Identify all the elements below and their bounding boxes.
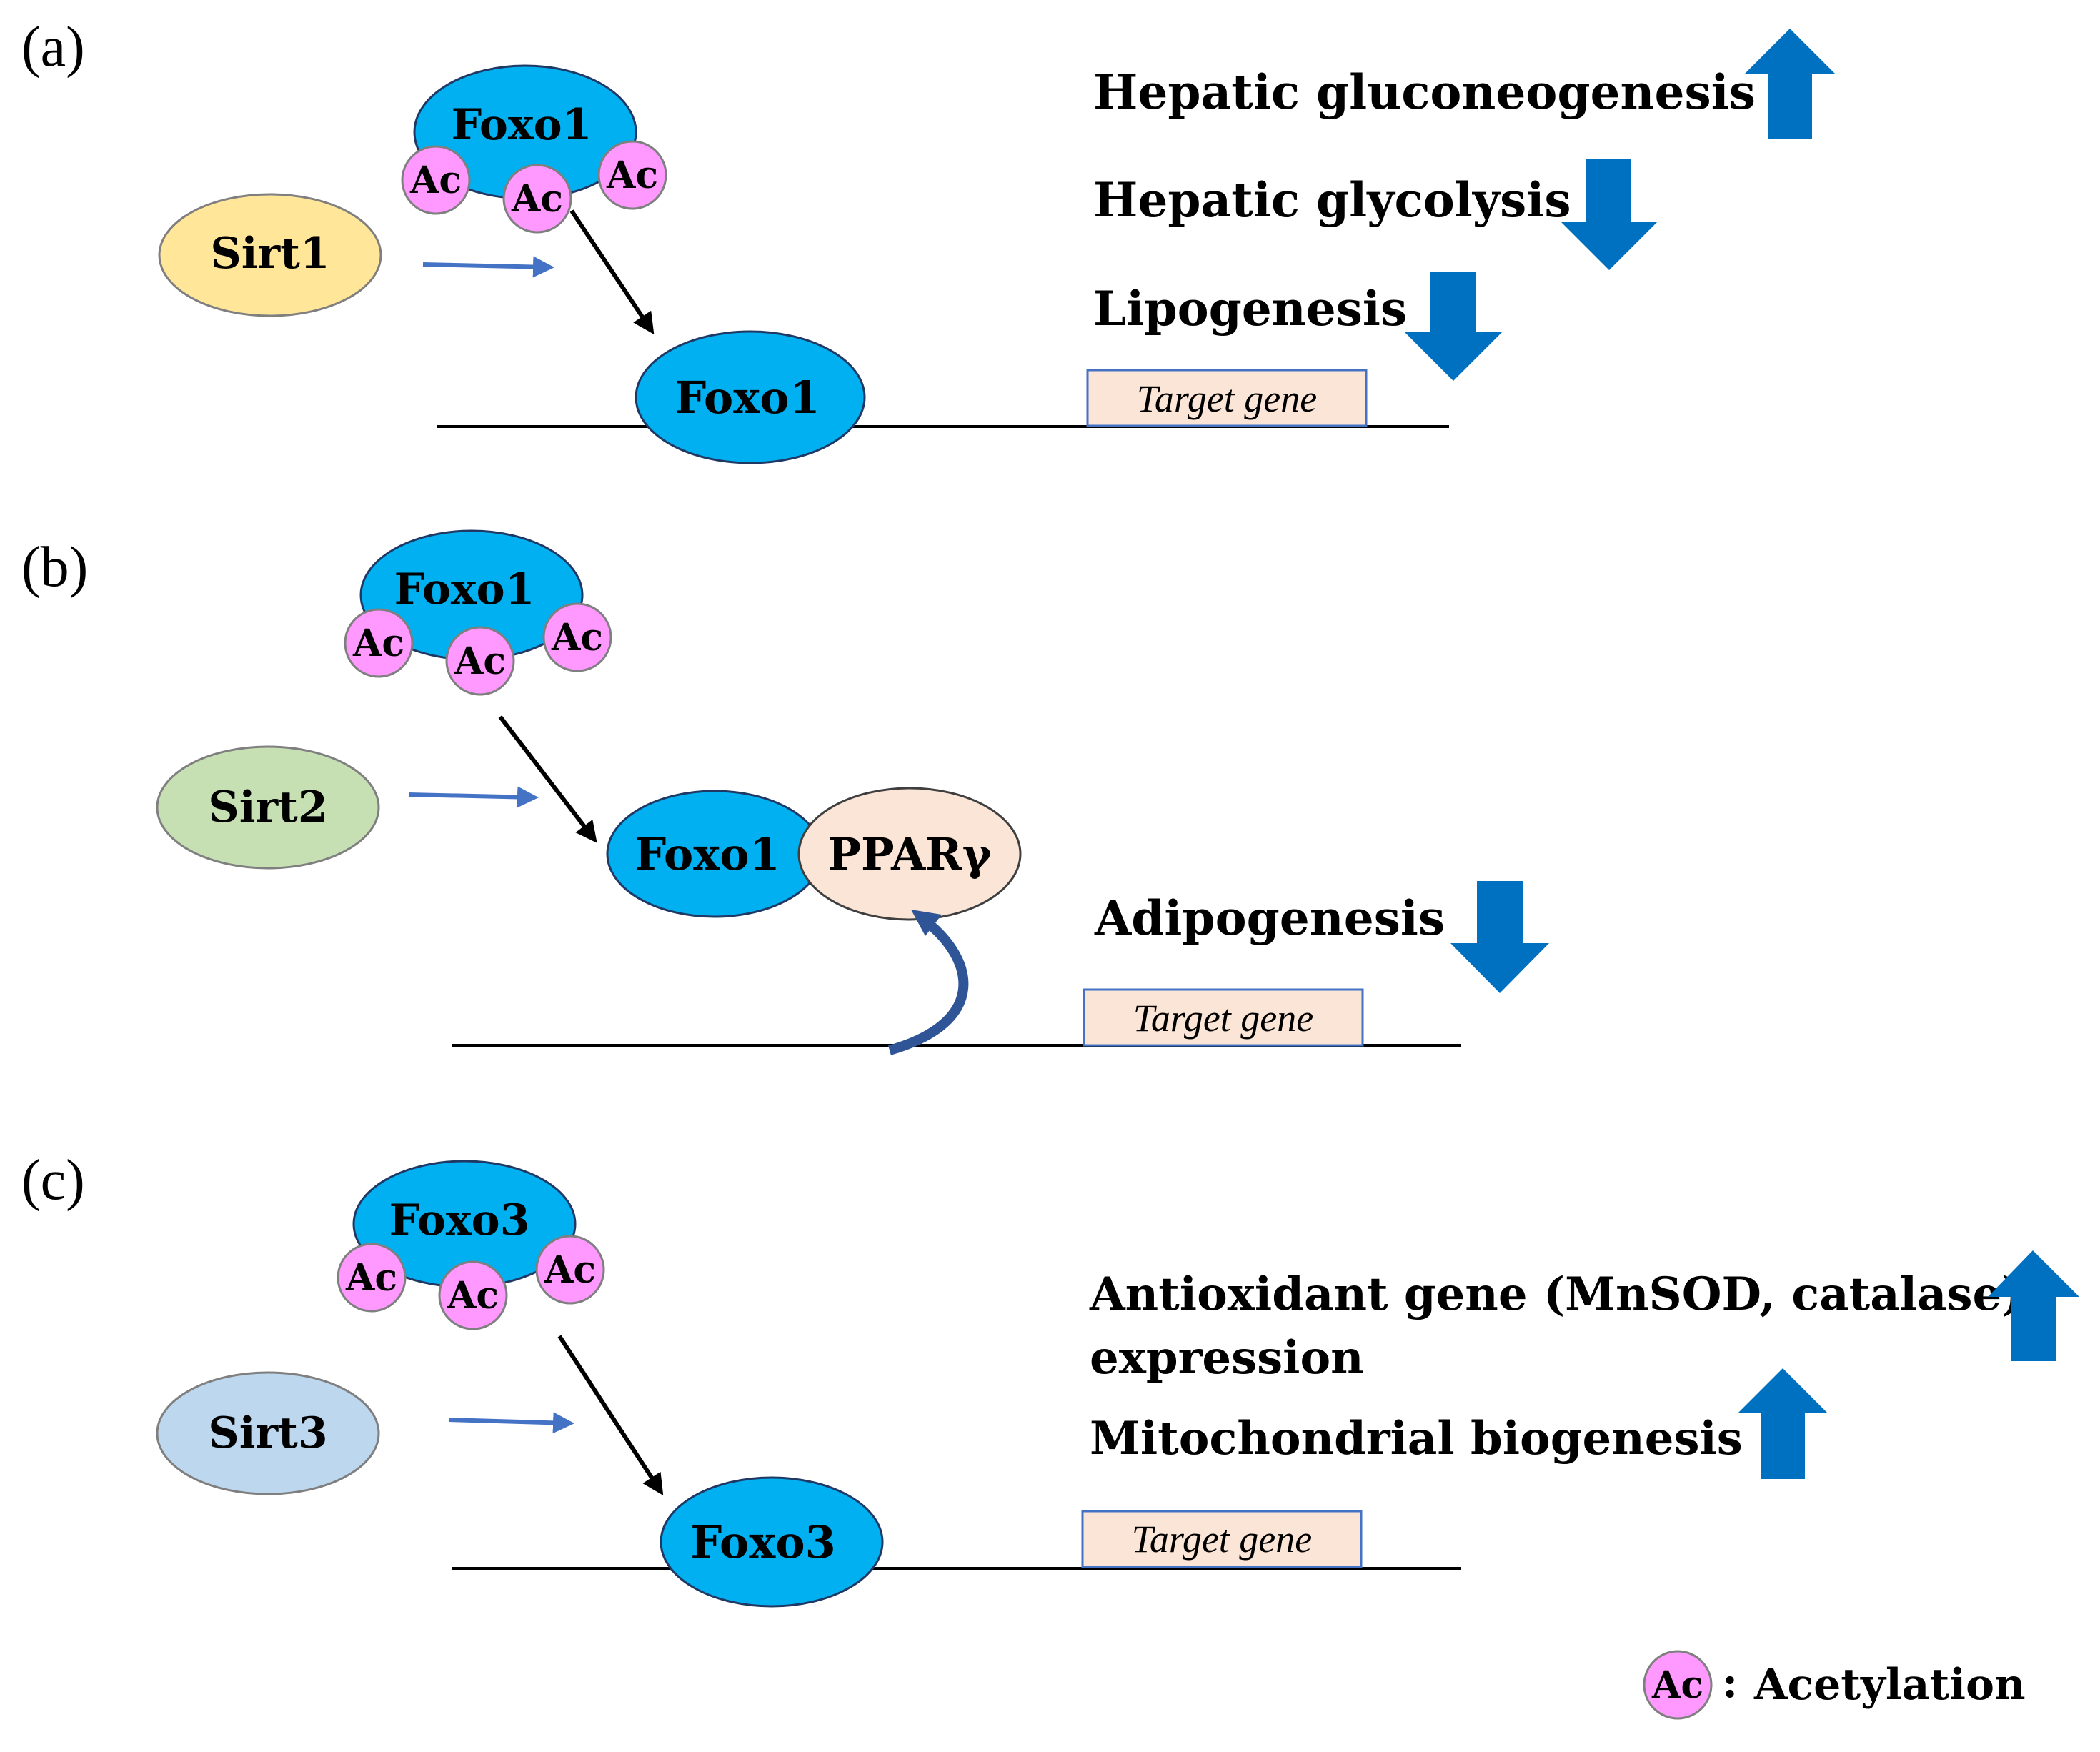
foxo1-product-label: Foxo1 [675,372,820,424]
effect-lipogenesis: Lipogenesis [1093,281,1407,337]
down-arrow-icon [1405,272,1502,381]
down-arrow-icon [1561,159,1658,270]
foxo1-product: Foxo1 [635,330,866,464]
foxo3-complex-label: Foxo3 [389,1195,530,1245]
acetyl-tag: Ac [337,1243,407,1313]
foxo1-product-label: Foxo1 [635,828,780,880]
sirt2-arrow [408,786,539,808]
target-gene-label: Target gene [1132,1518,1313,1561]
target-gene-label: Target gene [1137,377,1318,420]
effect-hepatic-glycolysis: Hepatic glycolysis [1093,172,1571,228]
target-gene-label: Target gene [1133,997,1314,1040]
effect-antioxidant-gene-line2: expression [1090,1331,1364,1385]
sirt3-node: Sirt3 [156,1371,380,1495]
up-arrow-icon [1988,1250,2079,1361]
foxo3-product: Foxo3 [660,1476,884,1608]
acetyl-tag: Ac [542,602,612,672]
foxo1-complex-label: Foxo1 [394,564,535,614]
sirt1-node: Sirt1 [158,193,382,317]
foxo3-product-label: Foxo3 [690,1516,835,1568]
sirt2-label: Sirt2 [208,782,327,832]
down-arrow-icon [1450,881,1549,993]
svg-text:Ac: Ac [544,1248,596,1292]
acetyl-tag: Ac [344,608,414,678]
panel-c: (c) Foxo3 Ac Ac Ac Sirt3 [21,1149,2079,1608]
acetyl-tag: Ac [502,164,572,234]
sirt3-label: Sirt3 [208,1408,327,1458]
svg-text:Ac: Ac [345,1256,397,1300]
acetyl-tag: Ac [445,626,515,696]
svg-text:Ac: Ac [454,639,506,683]
target-gene-box: Target gene [1081,1510,1363,1568]
effect-mitochondrial-biogenesis: Mitochondrial biogenesis [1090,1412,1743,1465]
svg-text:Ac: Ac [606,154,658,197]
acetyl-tag: Ac [597,140,667,210]
legend-acetyl-tag: Ac [1643,1650,1713,1720]
foxo1-product: Foxo1 [606,790,823,918]
svg-text:Ac: Ac [409,159,462,202]
sirt2-node: Sirt2 [156,745,380,870]
svg-text:Ac: Ac [352,622,404,665]
svg-text:Ac: Ac [511,177,563,221]
panel-c-label: (c) [21,1149,85,1212]
sirt1-arrow [422,256,554,278]
sirt1-label: Sirt1 [210,229,329,279]
up-arrow-icon [1738,1368,1828,1479]
effect-hepatic-gluconeogenesis: Hepatic gluconeogenesis [1093,64,1756,120]
svg-text:Ac: Ac [447,1274,499,1318]
panel-a-label: (a) [21,16,85,79]
target-gene-box: Target gene [1086,369,1368,427]
sirt3-arrow [448,1412,574,1434]
legend-text: Acetylation [1753,1660,2026,1710]
acetyl-tag: Ac [535,1235,605,1305]
pparg-node: PPARγ [797,787,1022,921]
deacetylation-arrow [498,715,597,843]
acetylated-foxo1-complex: Foxo1 Ac Ac Ac [401,64,667,234]
svg-text:Ac: Ac [1651,1663,1703,1707]
svg-text:Ac: Ac [551,616,603,660]
up-arrow-icon [1745,29,1835,139]
acetyl-tag: Ac [438,1260,508,1330]
legend: Ac : Acetylation [1643,1650,2026,1720]
effect-antioxidant-gene: Antioxidant gene (MnSOD, catalase) [1089,1268,2024,1321]
deacetylation-arrow [569,209,655,334]
target-gene-box: Target gene [1083,988,1364,1047]
acetylated-foxo1-complex: Foxo1 Ac Ac Ac [344,529,612,696]
acetylated-foxo3-complex: Foxo3 Ac Ac Ac [337,1160,605,1330]
panel-b: (b) Foxo1 Ac Ac Ac Sirt2 [21,529,1549,1055]
pparg-label: PPARγ [827,828,992,880]
deacetylation-arrow [557,1335,664,1496]
curved-arrow-icon [888,910,969,1055]
foxo1-complex-label: Foxo1 [452,100,592,150]
effect-adipogenesis: Adipogenesis [1094,890,1445,946]
legend-separator: : [1722,1658,1738,1708]
panel-b-label: (b) [21,536,88,599]
acetyl-tag: Ac [401,145,471,215]
panel-a: (a) Foxo1 Ac Ac Ac Sirt1 [21,16,1835,464]
